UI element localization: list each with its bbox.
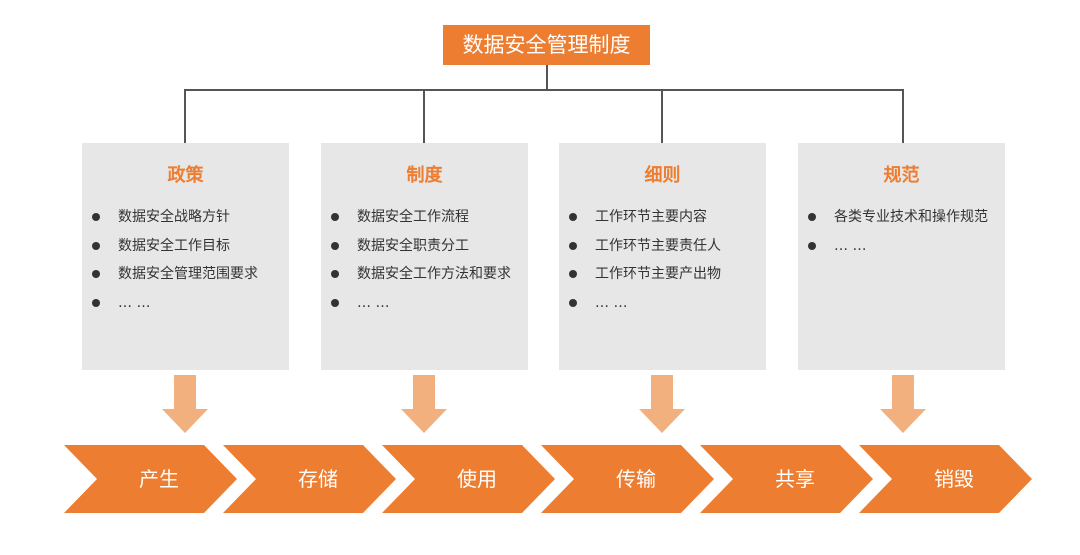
lifecycle-chevron [223, 445, 396, 513]
connector-line [902, 89, 904, 143]
list-item-text: 工作环节主要产出物 [595, 266, 721, 282]
list-item-text: 数据安全管理范围要求 [118, 266, 258, 282]
list-item: … … [567, 293, 766, 322]
lifecycle-stage-label: 共享 [775, 467, 815, 491]
list-item-text: 工作环节主要责任人 [595, 237, 721, 254]
bullet-icon [569, 270, 577, 278]
lifecycle-chevron [64, 445, 237, 513]
list-item: 工作环节主要责任人 [567, 236, 766, 265]
list-item: 工作环节主要产出物 [567, 264, 766, 293]
category-list: 数据安全战略方针数据安全工作目标数据安全管理范围要求 … … [90, 207, 289, 321]
connector-line [661, 89, 663, 143]
list-item: 数据安全职责分工 [329, 236, 528, 265]
category-title: 政策 [167, 165, 204, 186]
list-item-text: 数据安全工作流程 [357, 209, 469, 225]
list-item-text: 数据安全职责分工 [357, 237, 469, 254]
category-box-policy: 政策数据安全战略方针数据安全工作目标数据安全管理范围要求 … … [82, 143, 289, 370]
list-item-text: … … [357, 294, 390, 311]
list-item-text: 数据安全战略方针 [118, 209, 230, 225]
list-item: 数据安全管理范围要求 [90, 264, 289, 293]
bullet-icon [331, 298, 339, 307]
lifecycle-stage-label: 产生 [139, 467, 179, 491]
list-item: 数据安全工作目标 [90, 236, 289, 265]
list-item-text: 各类专业技术和操作规范 [834, 209, 988, 225]
list-item-text: … … [834, 237, 867, 254]
lifecycle-chevron [700, 445, 873, 513]
lifecycle-chevron [859, 445, 1032, 513]
bullet-icon [92, 298, 100, 307]
category-title: 细则 [644, 165, 681, 186]
category-list: 数据安全工作流程数据安全职责分工数据安全工作方法和要求 … … [329, 207, 528, 321]
down-arrow-icon [401, 375, 447, 433]
connector-line [546, 65, 548, 90]
bullet-icon [569, 213, 577, 221]
list-item: … … [329, 293, 528, 322]
list-item: … … [90, 293, 289, 322]
list-item: 数据安全工作方法和要求 [329, 264, 528, 293]
list-item: … … [806, 236, 1005, 265]
lifecycle-stage-label: 存储 [298, 467, 338, 491]
bullet-icon [92, 213, 100, 221]
down-arrow-icon [639, 375, 685, 433]
category-title: 制度 [406, 165, 443, 186]
lifecycle-chevron [382, 445, 555, 513]
list-item: 各类专业技术和操作规范 [806, 207, 1005, 236]
connector-line [184, 89, 904, 91]
bullet-icon [331, 241, 339, 250]
list-item: 数据安全战略方针 [90, 207, 289, 236]
diagram-title: 数据安全管理制度 [443, 25, 650, 65]
category-box-standards: 规范各类专业技术和操作规范 … … [798, 143, 1005, 370]
list-item-text: 数据安全工作目标 [118, 237, 230, 254]
list-item: 工作环节主要内容 [567, 207, 766, 236]
lifecycle-stage-label: 销毁 [934, 467, 974, 491]
lifecycle-chevron [541, 445, 714, 513]
category-list: 各类专业技术和操作规范 … … [806, 207, 1005, 264]
bullet-icon [808, 241, 816, 250]
category-list: 工作环节主要内容工作环节主要责任人工作环节主要产出物 … … [567, 207, 766, 321]
down-arrow-icon [880, 375, 926, 433]
bullet-icon [92, 270, 100, 278]
list-item: 数据安全工作流程 [329, 207, 528, 236]
list-item-text: … … [118, 294, 151, 311]
bullet-icon [331, 270, 339, 278]
category-box-rules: 细则工作环节主要内容工作环节主要责任人工作环节主要产出物 … … [559, 143, 766, 370]
category-box-system: 制度数据安全工作流程数据安全职责分工数据安全工作方法和要求 … … [321, 143, 528, 370]
list-item-text: … … [595, 294, 628, 311]
list-item-text: 数据安全工作方法和要求 [357, 266, 511, 282]
bullet-icon [569, 241, 577, 250]
lifecycle-stage-label: 传输 [616, 467, 656, 491]
bullet-icon [808, 213, 816, 221]
bullet-icon [569, 298, 577, 307]
category-title: 规范 [883, 165, 920, 186]
lifecycle-stage-label: 使用 [457, 467, 497, 491]
connector-line [184, 89, 186, 143]
connector-line [423, 89, 425, 143]
down-arrow-icon [162, 375, 208, 433]
bullet-icon [331, 213, 339, 221]
bullet-icon [92, 241, 100, 250]
list-item-text: 工作环节主要内容 [595, 209, 707, 225]
